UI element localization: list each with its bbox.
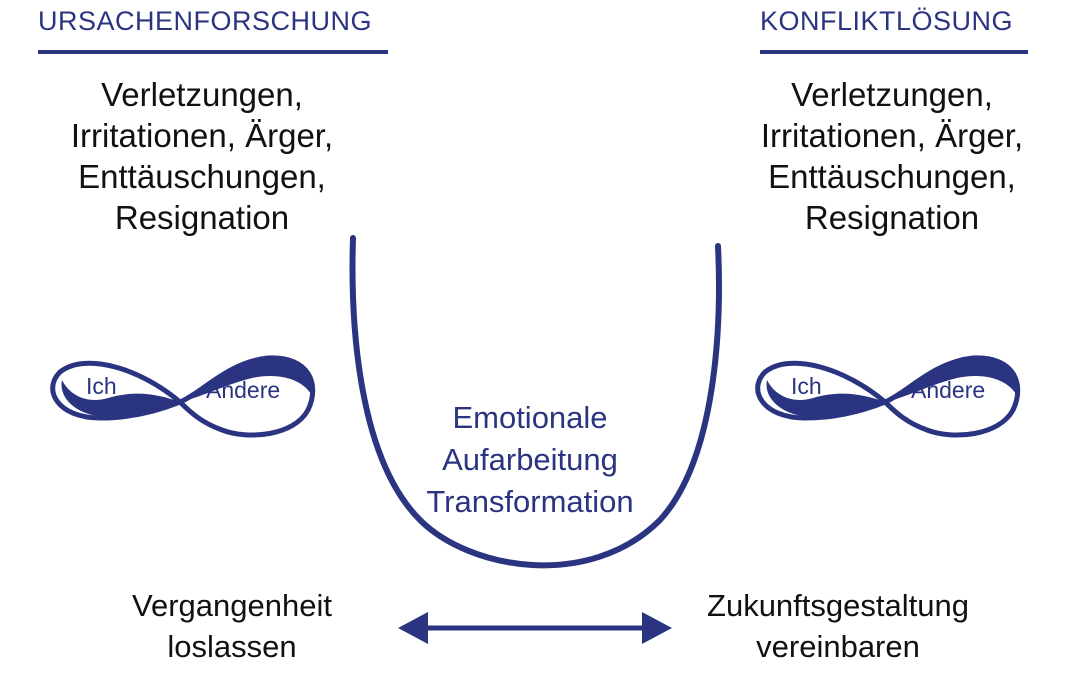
issue-line: Enttäuschungen,: [768, 158, 1016, 195]
issues-list-right: Verletzungen, Irritationen, Ärger, Enttä…: [722, 74, 1062, 238]
infinity-loop-band-right: [180, 358, 314, 402]
infinity-loop-right: Ich Andere: [755, 355, 1021, 438]
loop-label-other: Andere: [206, 377, 280, 403]
valley-curve: [349, 235, 722, 569]
issue-line: Irritationen, Ärger,: [70, 117, 334, 154]
issues-list-left: Verletzungen, Irritationen, Ärger, Enttä…: [32, 74, 372, 238]
issue-line: Resignation: [114, 199, 290, 236]
valley-label: Emotionale Aufarbeitung Transformation: [370, 397, 690, 523]
infinity-loop-ribbon: [755, 355, 1021, 438]
infinity-loop-left: Ich Andere: [50, 355, 316, 438]
bottom-label-future: Zukunftsgestaltung vereinbaren: [683, 585, 993, 667]
valley-label-line: Emotionale: [452, 400, 608, 435]
loop-label-self: Ich: [791, 373, 822, 399]
loop-label-other: Andere: [911, 377, 985, 403]
issue-line: Resignation: [804, 199, 980, 236]
infinity-loop-ribbon: [50, 355, 316, 438]
double-arrow: [398, 612, 672, 644]
infinity-loop-band-left: [766, 380, 885, 418]
bottom-label-line: Vergangenheit: [132, 588, 332, 623]
loop-label-self: Ich: [86, 373, 117, 399]
bottom-label-line: vereinbaren: [756, 629, 920, 664]
issue-line: Irritationen, Ärger,: [760, 117, 1024, 154]
arrow-head-left-icon: [398, 612, 428, 644]
heading-ursachenforschung: URSACHENFORSCHUNG: [38, 6, 373, 36]
issue-line: Enttäuschungen,: [78, 158, 326, 195]
valley-label-line: Transformation: [426, 484, 634, 519]
bottom-label-line: loslassen: [167, 629, 297, 664]
infinity-loop-band-left: [61, 380, 180, 418]
heading-konfliktloesung: KONFLIKTLÖSUNG: [760, 6, 1014, 36]
bottom-label-line: Zukunftsgestaltung: [707, 588, 969, 623]
issue-line: Verletzungen,: [791, 76, 993, 113]
valley-label-line: Aufarbeitung: [442, 442, 618, 477]
heading-underline-right: [760, 50, 1028, 54]
arrow-head-right-icon: [642, 612, 672, 644]
bottom-label-past: Vergangenheit loslassen: [82, 585, 382, 667]
infinity-loop-band-right: [885, 358, 1019, 402]
heading-underline-left: [38, 50, 388, 54]
issue-line: Verletzungen,: [101, 76, 303, 113]
